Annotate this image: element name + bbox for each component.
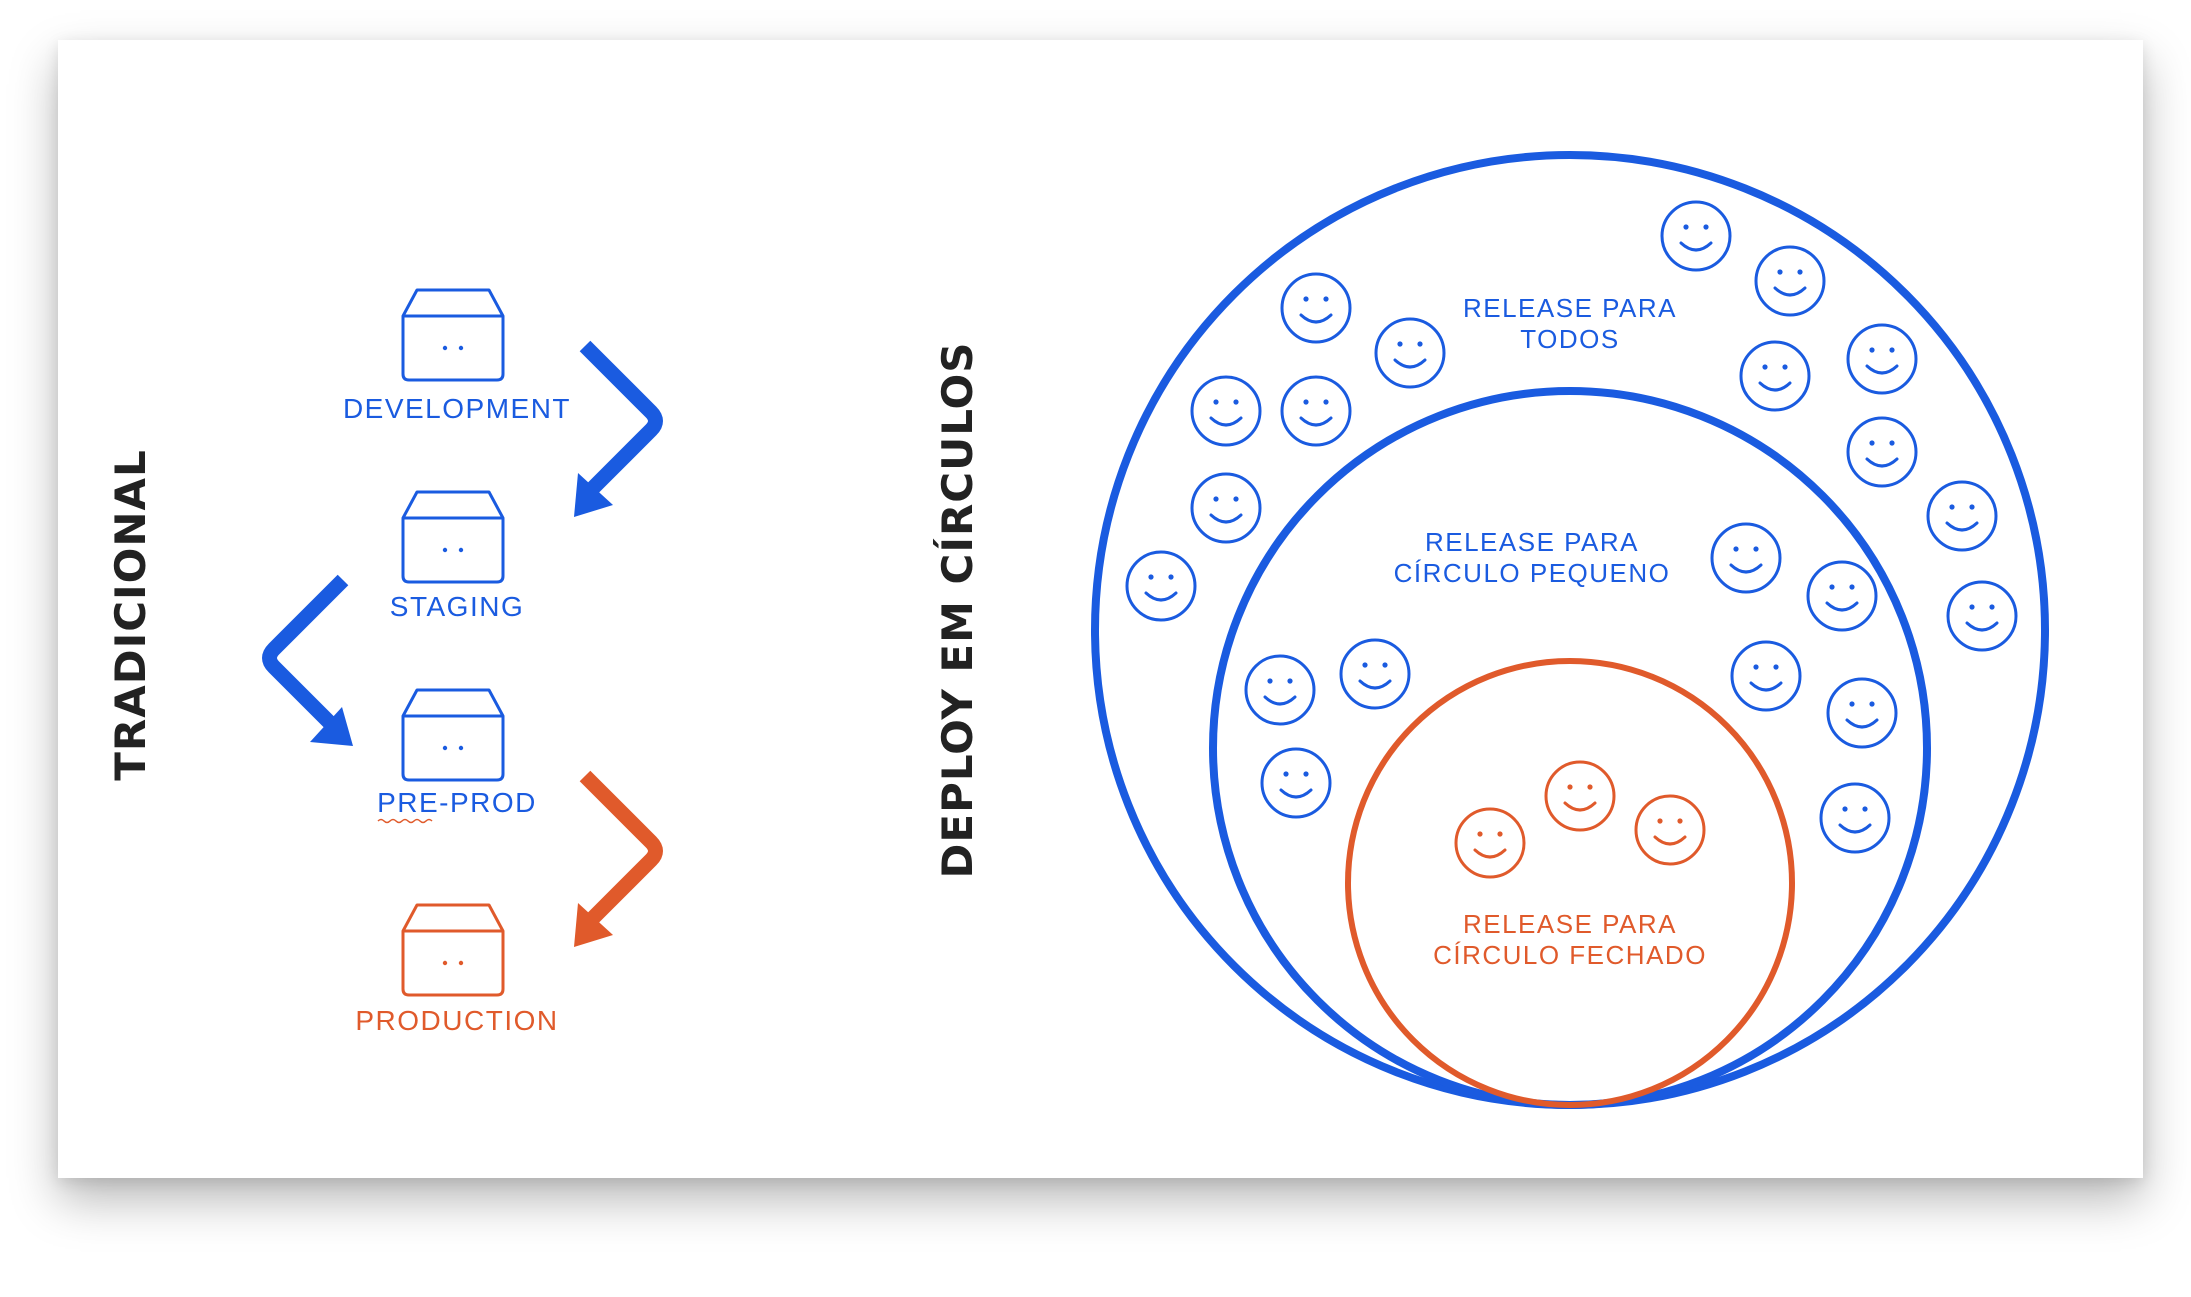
spellcheck-underline	[377, 818, 433, 824]
diagram-card	[58, 40, 2143, 1178]
env-label-development: DEVELOPMENT	[343, 393, 571, 424]
arrow-preprod-to-production	[574, 770, 663, 947]
env-label-preprod: PRE-PROD	[377, 787, 537, 818]
middle-circle-label-line2: CÍRCULO PEQUENO	[1394, 558, 1671, 588]
outer-circle-label-line2: TODOS	[1520, 324, 1619, 354]
production-server-icon	[401, 903, 505, 997]
smiley-face-icon	[1806, 560, 1878, 632]
smiley-face-icon	[1926, 480, 1998, 552]
smiley-face-icon	[1739, 340, 1811, 412]
smiley-face-icon	[1826, 677, 1898, 749]
smiley-face-icon	[1946, 580, 2018, 652]
smiley-face-icon	[1660, 200, 1732, 272]
smiley-face-icon	[1846, 416, 1918, 488]
smiley-face-icon	[1244, 654, 1316, 726]
smiley-face-icon	[1846, 323, 1918, 395]
env-label-production: PRODUCTION	[355, 1005, 558, 1036]
smiley-face-icon	[1280, 272, 1352, 344]
smiley-face-icon	[1190, 375, 1262, 447]
smiley-face-icon	[1339, 638, 1411, 710]
staging-server-icon	[401, 490, 505, 584]
smiley-face-icon	[1190, 472, 1262, 544]
smiley-face-icon	[1260, 747, 1332, 819]
middle-circle-pequeno	[1209, 387, 1931, 1109]
smiley-face-icon	[1125, 550, 1197, 622]
development-server-icon	[401, 288, 505, 382]
middle-circle-label-line1: RELEASE PARA	[1425, 527, 1639, 557]
inner-circle-label-line2: CÍRCULO FECHADO	[1433, 940, 1707, 970]
smiley-face-icon	[1730, 640, 1802, 712]
smiley-face-icon	[1634, 794, 1706, 866]
smiley-face-icon	[1710, 522, 1782, 594]
smiley-face-icon	[1374, 317, 1446, 389]
outer-circle-label-line1: RELEASE PARA	[1463, 293, 1677, 323]
circles-title: DEPLOY EM CÍRCULOS	[932, 342, 982, 879]
preprod-server-icon	[401, 688, 505, 782]
arrow-development-to-staging	[574, 340, 663, 517]
inner-circle-fechado	[1345, 658, 1795, 1108]
smiley-face-icon	[1819, 782, 1891, 854]
smiley-face-icon	[1454, 807, 1526, 879]
env-label-staging: STAGING	[390, 591, 524, 622]
arrow-staging-to-preprod	[262, 574, 353, 746]
traditional-title: TRADICIONAL	[106, 449, 155, 781]
smiley-face-icon	[1544, 760, 1616, 832]
smiley-face-icon	[1280, 375, 1352, 447]
smiley-face-icon	[1754, 245, 1826, 317]
inner-circle-label-line1: RELEASE PARA	[1463, 909, 1677, 939]
